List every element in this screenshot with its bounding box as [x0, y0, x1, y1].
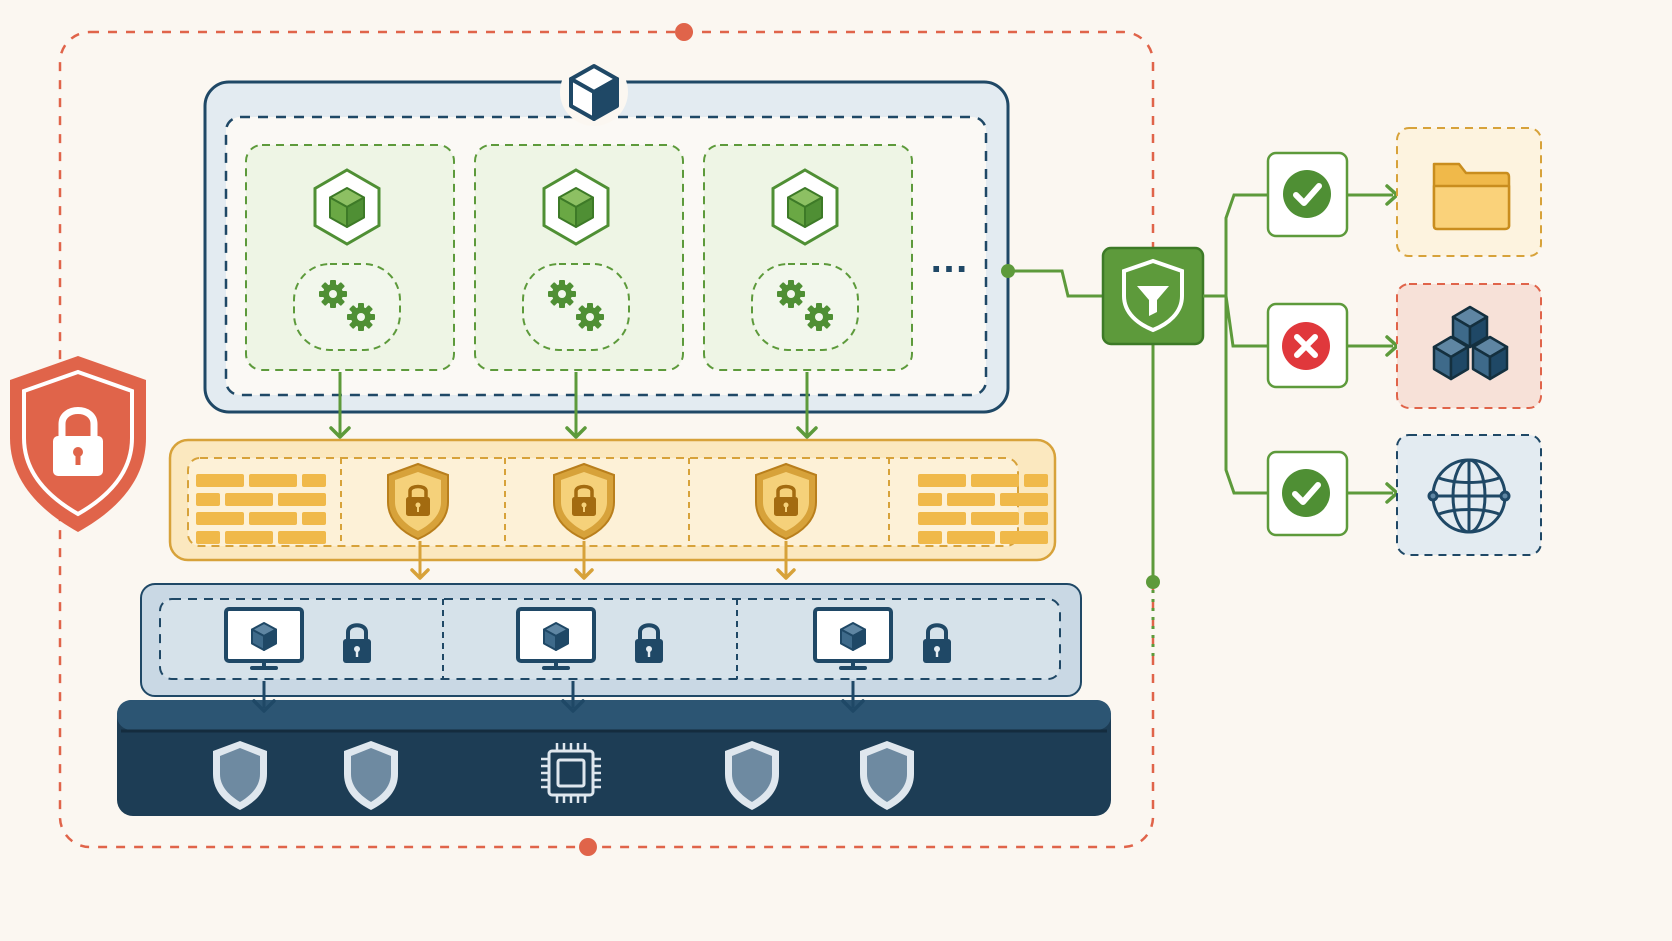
monitor-cube-icon [813, 607, 893, 670]
more-containers-ellipsis: … [929, 237, 969, 281]
folder-icon [1432, 162, 1511, 231]
outcome-allowed [1266, 151, 1349, 238]
egress-branches [1203, 193, 1393, 495]
vm-to-hardware-arrows [262, 681, 855, 708]
x-icon [1282, 322, 1330, 370]
globe-icon [1427, 458, 1511, 534]
target-internet [1396, 434, 1542, 556]
container-unit [703, 144, 913, 371]
security-perimeter [58, 23, 1155, 856]
monitor-cube-icon [516, 607, 596, 670]
chip-icon [541, 743, 601, 803]
container-unit [474, 144, 684, 371]
perimeter-shield-lock-icon [10, 356, 146, 532]
target-containers [1396, 283, 1542, 409]
container-unit [245, 144, 455, 371]
cube-icon [560, 58, 628, 126]
cubes-icon [1432, 305, 1509, 381]
runtime-to-firewall-arrows [338, 372, 809, 436]
check-icon [1283, 170, 1331, 218]
target-storage [1396, 127, 1542, 257]
egress-connector [1001, 264, 1160, 660]
check-icon [1282, 469, 1330, 517]
monitor-cube-icon [224, 607, 304, 670]
firewall-to-vm-arrows [418, 541, 788, 577]
shield-filter-icon [1101, 246, 1205, 346]
outcome-blocked [1266, 302, 1349, 389]
outcome-allowed [1266, 450, 1349, 537]
